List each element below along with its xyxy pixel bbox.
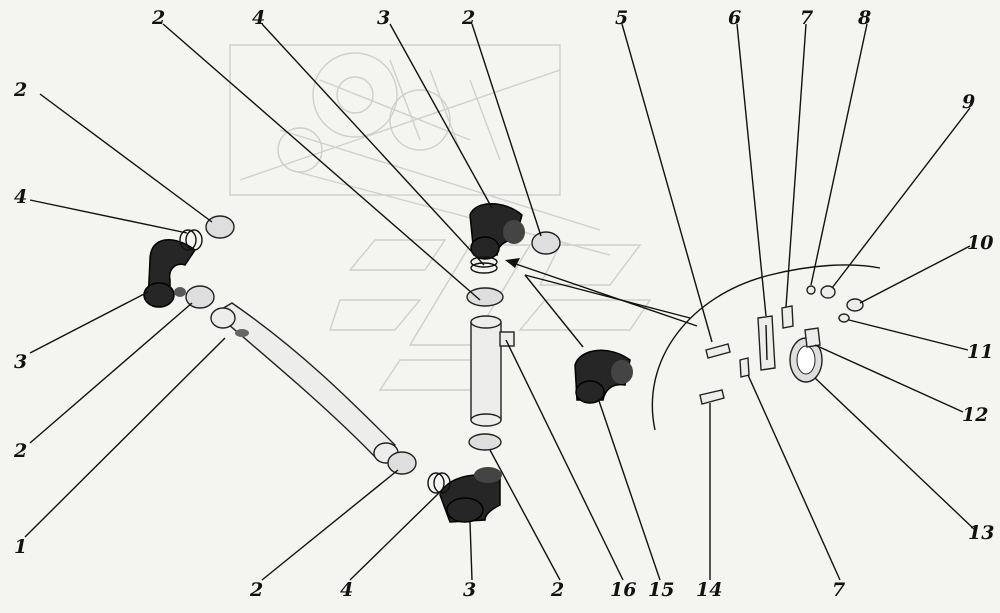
panel-edge-arc (651, 264, 881, 431)
callout-label: 14 (696, 579, 722, 601)
callout-label: 4 (14, 186, 27, 208)
callout-label: 13 (968, 522, 994, 544)
callout-label: 15 (648, 579, 674, 601)
part-3-elbow-hose-top (469, 203, 525, 260)
logo-watermark (329, 239, 652, 391)
callout-label: 10 (967, 232, 993, 254)
callout-labels: 2 4 3 2 1 2 4 3 2 5 6 7 8 9 10 11 12 13 … (13, 7, 994, 601)
callout-label: 1 (14, 536, 27, 558)
callout-label: 7 (832, 579, 845, 601)
callout-label: 16 (610, 579, 636, 601)
callout-label: 3 (377, 7, 390, 29)
callout-label: 7 (800, 7, 813, 29)
part-13-pipe-clip (789, 327, 823, 383)
fasteners (699, 285, 864, 405)
callout-label: 2 (13, 79, 27, 101)
callout-label: 2 (13, 440, 27, 462)
callout-label: 11 (967, 341, 993, 363)
leader-lines (24, 23, 976, 581)
callout-label: 2 (550, 579, 564, 601)
callout-label: 3 (14, 351, 27, 373)
part-3-elbow-hose-bottom (439, 467, 502, 523)
callout-label: 12 (962, 404, 988, 426)
part-7-brackets (739, 305, 794, 378)
part-6-strip (757, 315, 776, 371)
part-16-tee-pipe (470, 315, 515, 427)
callout-label: 5 (615, 7, 628, 29)
part-2-hose-clamps (185, 215, 561, 475)
callout-label: 2 (461, 7, 475, 29)
callout-label: 2 (249, 579, 263, 601)
callout-label: 8 (857, 7, 871, 29)
callout-label: 2 (151, 7, 165, 29)
callout-label: 4 (252, 7, 265, 29)
callout-label: 3 (463, 579, 476, 601)
background-engine-sketch (229, 44, 611, 256)
assembly-arrows (505, 258, 698, 348)
part-1-pipe (210, 302, 399, 464)
part-3-elbow-hose-left (143, 239, 197, 308)
part-15-elbow-hose (574, 349, 633, 404)
callout-label: 6 (728, 7, 741, 29)
part-4-springs (179, 229, 498, 494)
callout-label: 9 (962, 91, 975, 113)
callout-label: 4 (340, 579, 353, 601)
